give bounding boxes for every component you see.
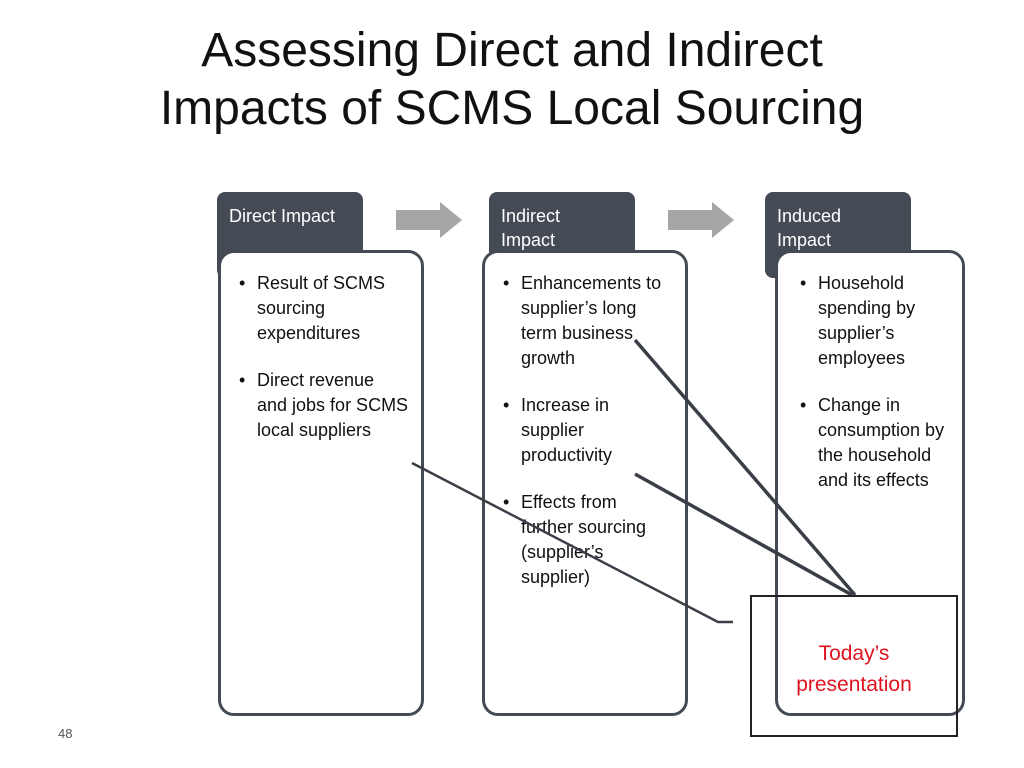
todays-presentation-line-2: presentation (796, 673, 912, 696)
induced-impact-header-label: Induced Impact (777, 206, 842, 250)
direct-impact-bullet: Result of SCMS sourcing expenditures (239, 271, 409, 346)
indirect-impact-bullet-list: Enhancements to supplier’s long term bus… (503, 271, 673, 590)
slide-title-line-1: Assessing Direct and Indirect (201, 24, 823, 77)
indirect-impact-bullet: Enhancements to supplier’s long term bus… (503, 271, 673, 371)
direct-impact-bullet: Direct revenue and jobs for SCMS local s… (239, 368, 409, 443)
indirect-impact-bullet: Increase in supplier productivity (503, 393, 633, 468)
slide-title: Assessing Direct and Indirect Impacts of… (0, 22, 1024, 138)
todays-presentation-box (750, 595, 958, 737)
induced-impact-bullet: Change in consumption by the household a… (800, 393, 950, 493)
todays-presentation-line-1: Today’s (818, 642, 890, 665)
direct-impact-header-label: Direct Impact (229, 206, 336, 226)
arrow-right-icon (396, 202, 462, 238)
induced-impact-bullet: Household spending by supplier’s employe… (800, 271, 928, 371)
indirect-impact-header-label: Indirect Impact (501, 206, 561, 250)
indirect-impact-card: Enhancements to supplier’s long term bus… (482, 250, 688, 716)
indirect-impact-bullet: Effects from further sourcing (supplier’… (503, 490, 673, 590)
todays-presentation-label: Today’s presentation (750, 638, 958, 700)
page-number: 48 (58, 726, 73, 741)
slide-title-line-2: Impacts of SCMS Local Sourcing (159, 82, 865, 135)
induced-impact-bullet-list: Household spending by supplier’s employe… (800, 271, 950, 493)
direct-impact-bullet-list: Result of SCMS sourcing expenditures Dir… (239, 271, 409, 443)
arrow-right-icon (668, 202, 734, 238)
direct-impact-card: Result of SCMS sourcing expenditures Dir… (218, 250, 424, 716)
